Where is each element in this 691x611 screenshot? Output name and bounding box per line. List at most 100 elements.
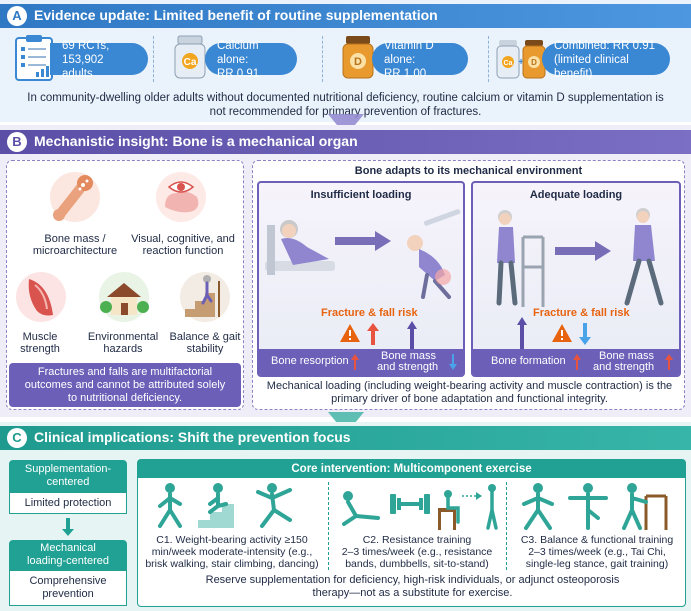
insufficient-loading-title: Insufficient loading bbox=[310, 189, 412, 201]
comprehensive-prevention-box: Comprehensive prevention bbox=[9, 570, 127, 606]
core-intervention-title: Core intervention: Multicomponent exerci… bbox=[138, 460, 685, 478]
fall-risk-label: Fracture & fall risk bbox=[533, 307, 630, 319]
divider bbox=[506, 482, 507, 570]
wind-arrow-icon bbox=[335, 231, 391, 251]
resorption-up-arrow-icon bbox=[351, 354, 359, 370]
bedridden-patient-icon bbox=[265, 220, 335, 275]
combined-calcium-letter: Ca bbox=[504, 60, 513, 67]
section-a-title: Evidence update: Limited benefit of rout… bbox=[34, 7, 438, 23]
mass-down-arrow-icon bbox=[449, 354, 457, 370]
to-desc: Comprehensive bbox=[29, 575, 107, 587]
section-a-statement: In community-dwelling older adults witho… bbox=[27, 92, 664, 118]
bone-adaptation-title: Bone adapts to its mechanical environmen… bbox=[354, 165, 583, 177]
section-b: B Mechanistic insight: Bone is a mechani… bbox=[0, 125, 691, 417]
combined-rr: Combined: RR 0.91 bbox=[554, 40, 655, 52]
forward-arrow-icon bbox=[555, 241, 611, 261]
house-icon bbox=[99, 272, 149, 322]
calcium-label: Calcium alone: bbox=[217, 40, 259, 66]
from-title: centered bbox=[46, 476, 90, 488]
c1-line: C1. Weight-bearing activity ≥150 bbox=[156, 534, 308, 546]
formation-up-arrow-icon bbox=[573, 354, 581, 370]
bone-mass-label: Bone mass bbox=[599, 350, 655, 362]
adequate-outcome-strip: Bone formation Bone mass and strength bbox=[473, 349, 679, 375]
factor-label: Muscle strength bbox=[20, 331, 60, 355]
mechanical-loading-box: Mechanical loading-centered bbox=[9, 540, 127, 570]
factors-box: Bone mass / microarchitecture Visual, co… bbox=[6, 160, 244, 410]
bone-formation-label: Bone formation bbox=[491, 355, 566, 367]
dumbbell-icon bbox=[390, 494, 430, 514]
divider bbox=[488, 36, 489, 82]
vitamin-d-rr: RR 1.00 bbox=[384, 68, 427, 80]
bone-adaptation-box: Bone adapts to its mechanical environmen… bbox=[252, 160, 685, 410]
stair-climbing-icon bbox=[198, 483, 234, 528]
c2-text: C2. Resistance training 2–3 times/week (… bbox=[332, 534, 502, 570]
falling-person-icon bbox=[407, 209, 461, 299]
down-force-arrow-icon bbox=[407, 321, 417, 351]
rct-count: 69 RCTs, bbox=[62, 40, 110, 52]
bone-strength-label: and strength bbox=[377, 361, 439, 373]
c1-text: C1. Weight-bearing activity ≥150 min/wee… bbox=[140, 534, 324, 570]
section-b-title: Mechanistic insight: Bone is a mechanica… bbox=[34, 133, 358, 149]
bone-resorption-label: Bone resorption bbox=[271, 355, 349, 367]
factor-label: Visual, cognitive, and reaction function bbox=[131, 233, 235, 257]
sit-to-stand-icon bbox=[438, 484, 498, 530]
section-c-title: Clinical implications: Shift the prevent… bbox=[34, 429, 351, 445]
c1-line: brisk walking, stair climbing, dancing) bbox=[145, 558, 319, 570]
section-a: A Evidence update: Limited benefit of ro… bbox=[0, 0, 691, 122]
factor-label: Environmental hazards bbox=[87, 331, 159, 355]
c2-line: 2–3 times/week (e.g., resistance bbox=[341, 546, 493, 558]
to-title: Mechanical bbox=[40, 542, 96, 554]
section-c-header: C Clinical implications: Shift the preve… bbox=[0, 426, 691, 450]
vitamin-d-jar-icon: D bbox=[342, 36, 374, 79]
mass-up-arrow-icon bbox=[665, 354, 673, 370]
walker-person-icon bbox=[496, 210, 545, 307]
divider bbox=[153, 36, 154, 82]
c3-line: C3. Balance & functional training bbox=[520, 534, 674, 546]
mechanical-loading-note: Mechanical loading (including weight-bea… bbox=[266, 380, 673, 405]
adequate-loading-panel: Adequate loading Fracture & bbox=[471, 181, 681, 377]
c2-line: bands, dumbbells, sit-to-stand) bbox=[345, 558, 489, 570]
factor-label: Balance & gait stability bbox=[169, 331, 241, 355]
section-c-badge: C bbox=[7, 428, 27, 448]
gait-training-icon bbox=[622, 483, 668, 530]
eye-brain-icon bbox=[156, 172, 206, 222]
section-b-badge: B bbox=[7, 132, 27, 152]
to-title: loading-centered bbox=[27, 555, 109, 567]
single-leg-stance-icon bbox=[568, 483, 608, 530]
combined-note: (limited clinical benefit) bbox=[554, 54, 629, 80]
factor-label: Bone mass / microarchitecture bbox=[32, 233, 118, 257]
adequate-loading-title: Adequate loading bbox=[529, 189, 623, 201]
multifactorial-note: Fractures and falls are multifactorial o… bbox=[9, 363, 241, 407]
supplementation-centered-box: Supplementation- centered bbox=[9, 460, 127, 492]
down-force-arrow-icon bbox=[517, 317, 527, 351]
to-desc: prevention bbox=[42, 588, 94, 600]
combined-jars-icon: Ca + D bbox=[496, 40, 546, 79]
insufficient-outcome-strip: Bone resorption Bone mass and strength bbox=[259, 349, 463, 375]
rct-count-pill: 69 RCTs, 153,902 adults bbox=[50, 40, 148, 80]
vitamin-d-jar-letter: D bbox=[354, 56, 362, 68]
divider bbox=[322, 36, 323, 82]
divider bbox=[328, 482, 329, 570]
c3-line: 2–3 times/week (e.g., Tai Chi, bbox=[528, 546, 666, 558]
warning-icon bbox=[552, 324, 572, 342]
arrow-down-icon bbox=[62, 518, 74, 536]
c3-text: C3. Balance & functional training 2–3 ti… bbox=[510, 534, 684, 570]
walking-person-icon bbox=[624, 208, 664, 306]
bone-mass-label: Bone mass bbox=[381, 350, 437, 362]
core-footer-note: Reserve supplementation for deficiency, … bbox=[142, 574, 683, 600]
insufficient-loading-panel: Insufficient loading bbox=[257, 181, 465, 377]
walking-exercise-icon bbox=[158, 483, 182, 528]
stairs-walker-icon bbox=[180, 272, 230, 322]
dancing-icon bbox=[256, 483, 292, 528]
warning-icon bbox=[340, 324, 360, 342]
band-stretch-icon bbox=[342, 491, 380, 526]
tai-chi-icon bbox=[522, 483, 554, 530]
calcium-jar-letter: Ca bbox=[184, 57, 197, 68]
vitamin-d-pill: Vitamin D alone: RR 1.00 bbox=[372, 40, 468, 80]
clipboard-chart-icon bbox=[15, 35, 53, 81]
section-b-header: B Mechanistic insight: Bone is a mechani… bbox=[0, 130, 691, 154]
footer-line: Reserve supplementation for deficiency, … bbox=[205, 574, 620, 586]
combined-pill: Combined: RR 0.91 (limited clinical bene… bbox=[542, 40, 670, 80]
calcium-jar-icon: Ca bbox=[174, 35, 206, 79]
